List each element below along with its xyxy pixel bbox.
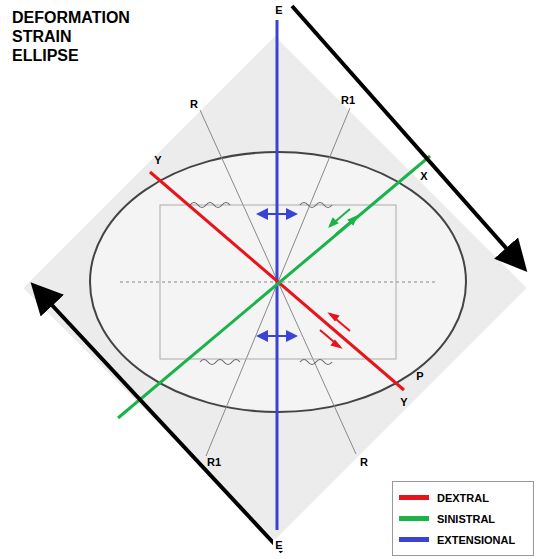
axis-label: Y: [154, 154, 161, 166]
extension-label: E: [273, 4, 284, 16]
paper-sheet: [23, 36, 526, 539]
legend-text: DEXTRAL: [437, 492, 489, 504]
extension-arrow: [258, 213, 296, 215]
legend-text: SINISTRAL: [437, 513, 495, 525]
axis-label: P: [416, 370, 423, 382]
legend-box: DEXTRAL SINISTRAL EXTENSIONAL: [392, 481, 534, 556]
axis-label: R: [360, 456, 368, 468]
legend-text: EXTENSIONAL: [437, 534, 515, 546]
axis-label: R1: [207, 456, 221, 468]
diagram-title: DEFORMATION STRAIN ELLIPSE: [12, 8, 132, 65]
axis-label: R1: [341, 94, 355, 106]
legend-row: SINISTRAL: [399, 508, 527, 529]
legend-swatch: [399, 537, 429, 542]
sinistral-arrows: [330, 209, 356, 234]
extension-arrow: [258, 335, 296, 337]
legend-swatch: [399, 516, 429, 521]
legend-swatch: [399, 495, 429, 500]
axis-label: X: [420, 170, 427, 182]
dextral-arrows: [320, 314, 350, 347]
legend-row: DEXTRAL: [399, 487, 527, 508]
title-box: DEFORMATION STRAIN ELLIPSE: [6, 4, 138, 69]
extensional-line: [276, 20, 279, 530]
extension-label: E: [273, 539, 284, 551]
shear-arrow: [36, 288, 282, 552]
axis-label: R: [190, 98, 198, 110]
sinistral-line: [118, 156, 430, 418]
axis-label: Y: [400, 396, 407, 408]
legend-row: EXTENSIONAL: [399, 529, 527, 550]
shear-arrow: [292, 6, 522, 266]
